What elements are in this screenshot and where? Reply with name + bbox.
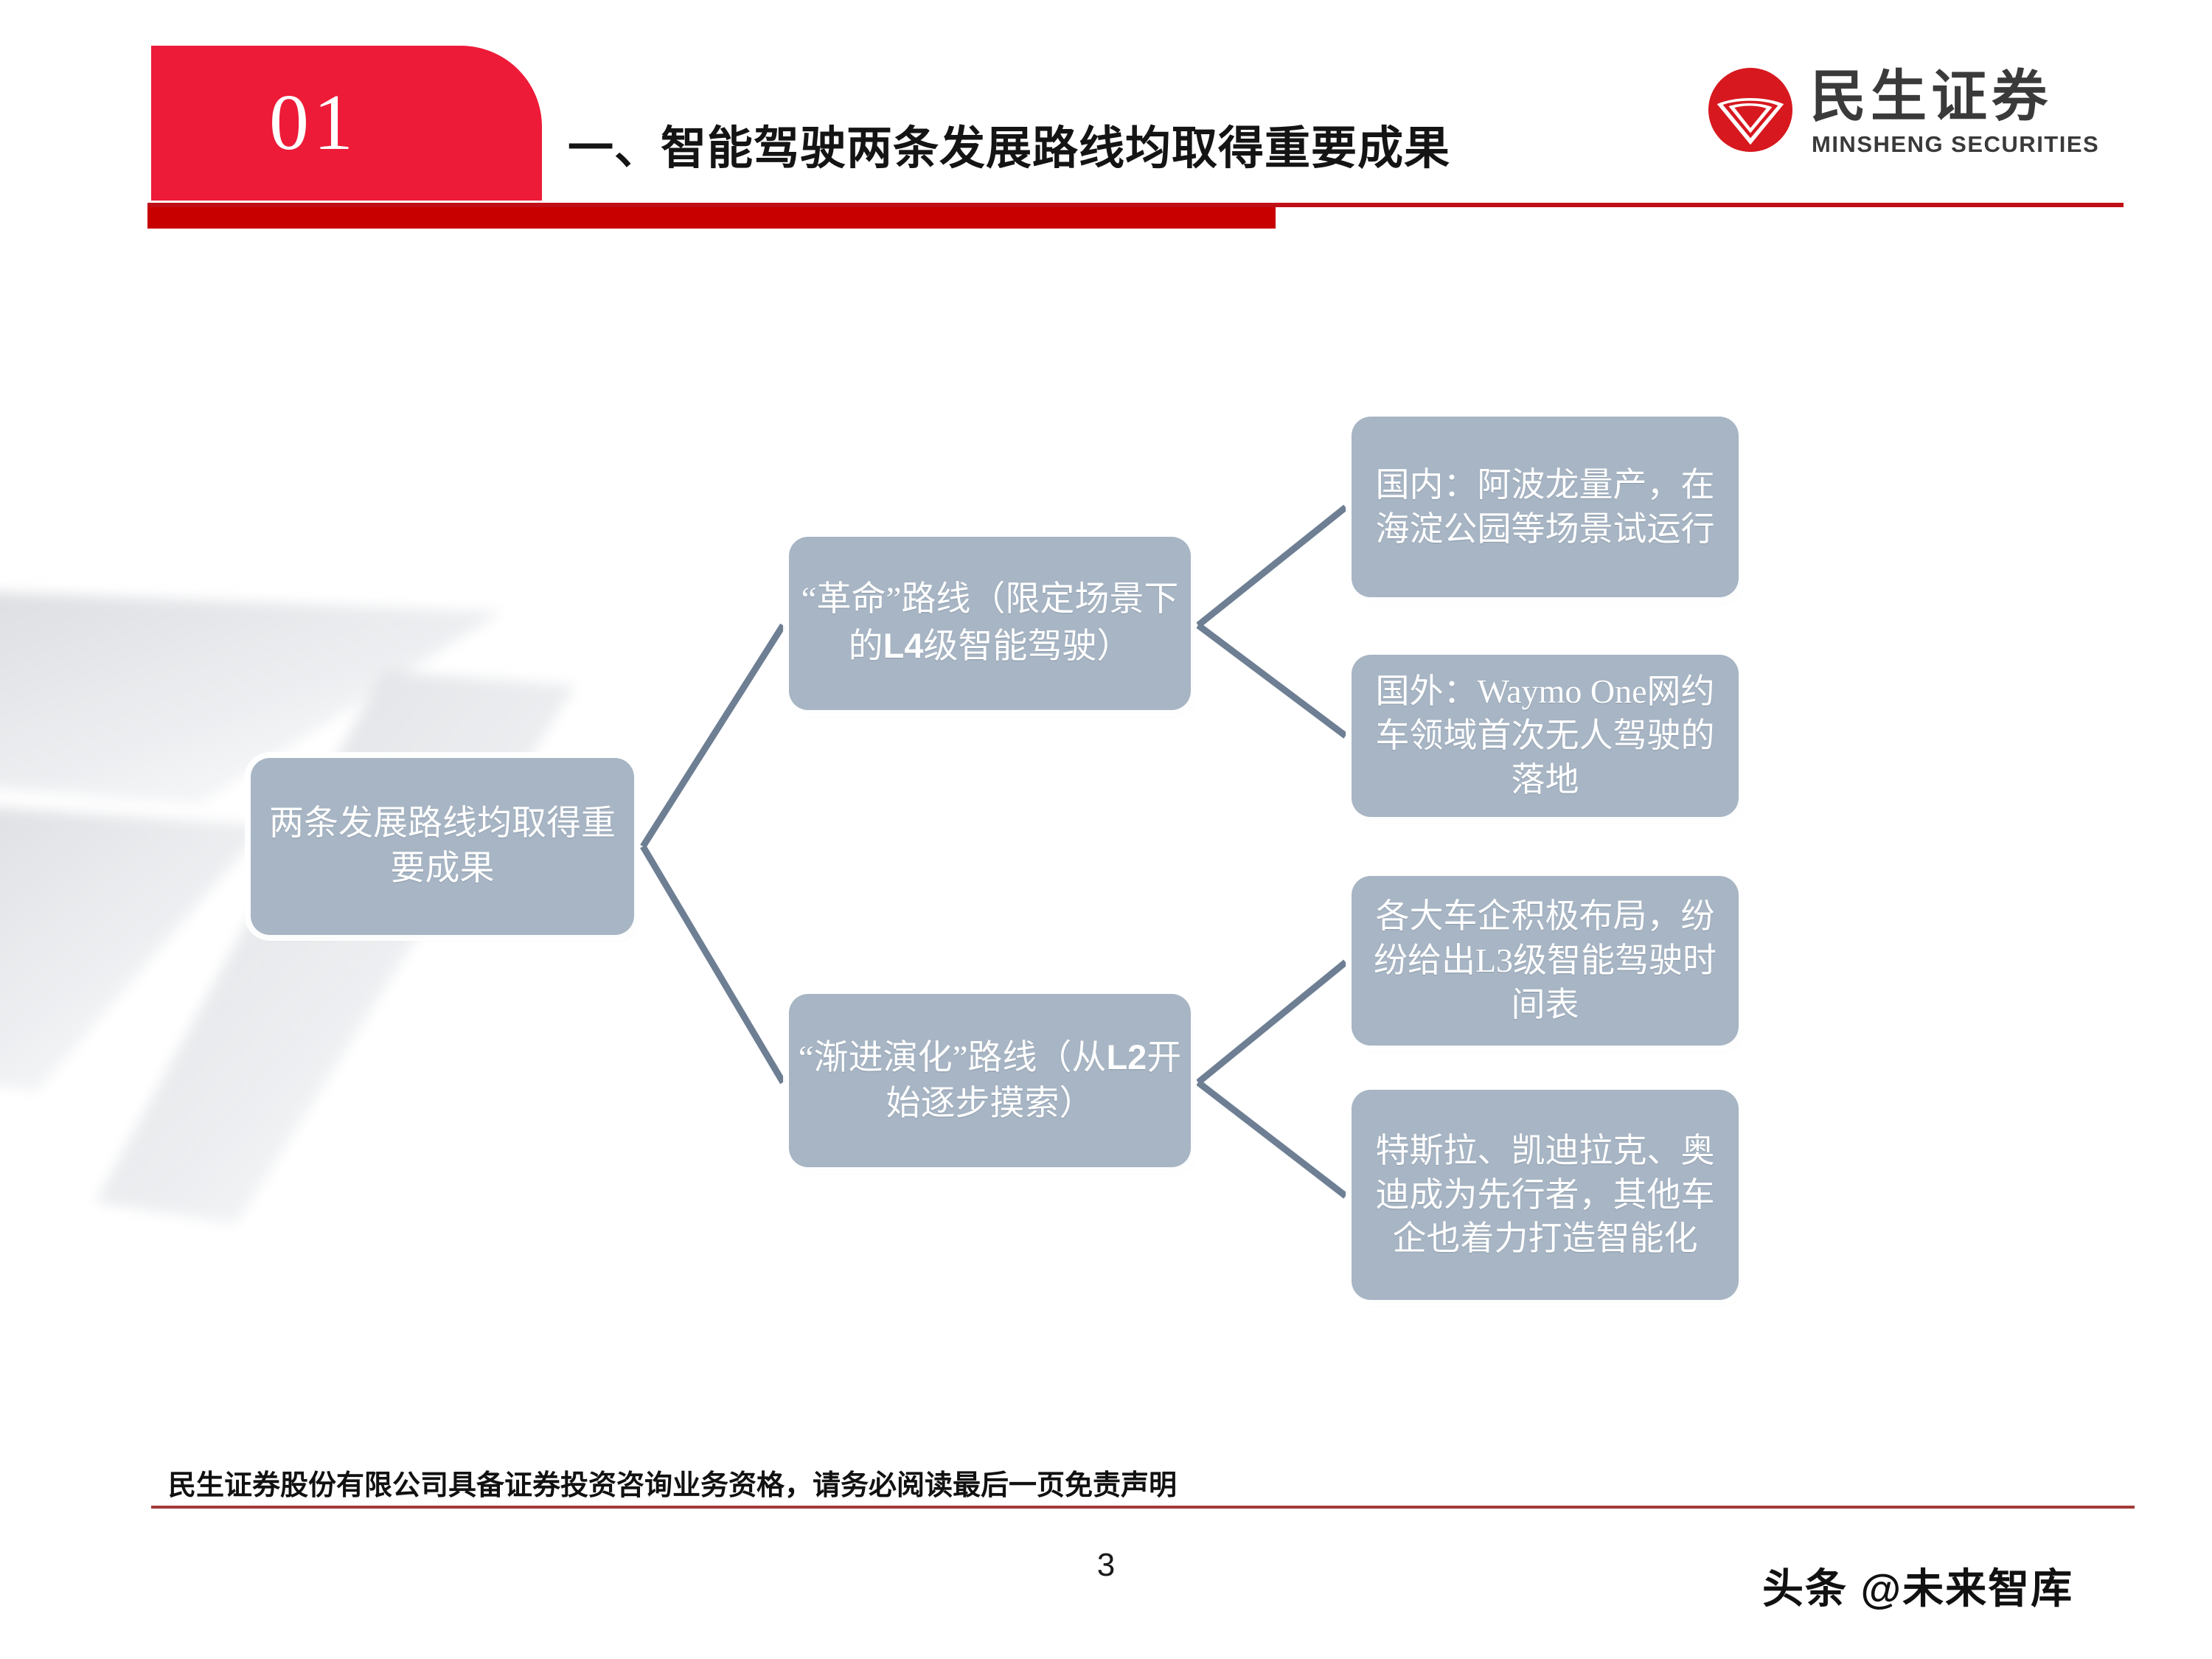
header-rule-thick bbox=[147, 207, 1276, 229]
node-leaf-oem-l3-timeline[interactable]: 各大车企积极布局，纷纷给出L3级智能驾驶时间表 bbox=[1352, 876, 1739, 1046]
page-number: 3 bbox=[1096, 1547, 1116, 1583]
header-rule-thin bbox=[147, 203, 2124, 207]
section-number-label: 01 bbox=[269, 79, 358, 167]
node-leaf-oem-l3-timeline-label: 各大车企积极布局，纷纷给出L3级智能驾驶时间表 bbox=[1373, 897, 1717, 1023]
logo-name-en: MINSHENG SECURITIES bbox=[1812, 131, 2100, 157]
connector-branch1-leaf1 bbox=[1196, 504, 1348, 628]
node-branch-evolution[interactable]: “渐进演化”路线（从L2开始逐步摸索） bbox=[789, 994, 1191, 1167]
node-root-label: 两条发展路线均取得重要成果 bbox=[269, 804, 616, 888]
connector-branch2-leaf4 bbox=[1196, 1079, 1348, 1199]
logo-name-cn: 民生证券 bbox=[1810, 66, 2052, 128]
node-leaf-domestic-apolong[interactable]: 国内：阿波龙量产，在海淀公园等场景试运行 bbox=[1352, 417, 1739, 597]
node-leaf-overseas-waymo-label: 国外：Waymo One网约车领域首次无人驾驶的落地 bbox=[1375, 672, 1715, 799]
connector-branch2-leaf3 bbox=[1196, 959, 1348, 1085]
node-leaf-pioneers[interactable]: 特斯拉、凯迪拉克、奥迪成为先行者，其他车企也着力打造智能化 bbox=[1352, 1090, 1739, 1300]
company-logo: 民生证券 MINSHENG SECURITIES bbox=[1707, 65, 2127, 157]
node-branch-revolution[interactable]: “革命”路线（限定场景下的L4级智能驾驶） bbox=[789, 537, 1191, 710]
section-number-badge: 01 bbox=[151, 46, 542, 201]
minsheng-logo-icon bbox=[1708, 67, 1793, 153]
connector-branch1-leaf2 bbox=[1196, 622, 1348, 739]
connector-root-branch2 bbox=[640, 844, 786, 1085]
node-leaf-pioneers-label: 特斯拉、凯迪拉克、奥迪成为先行者，其他车企也着力打造智能化 bbox=[1375, 1131, 1715, 1258]
node-branch-evolution-label: “渐进演化”路线（从L2开始逐步摸索） bbox=[798, 1037, 1182, 1123]
footer-rule bbox=[151, 1506, 2135, 1509]
node-branch-revolution-label: “革命”路线（限定场景下的L4级智能驾驶） bbox=[801, 580, 1179, 666]
node-root[interactable]: 两条发展路线均取得重要成果 bbox=[251, 758, 634, 935]
page-title: 一、智能驾驶两条发展路线均取得重要成果 bbox=[568, 123, 1451, 174]
node-leaf-overseas-waymo[interactable]: 国外：Waymo One网约车领域首次无人驾驶的落地 bbox=[1352, 655, 1739, 817]
connector-root-branch1 bbox=[640, 623, 786, 849]
footer-disclaimer: 民生证券股份有限公司具备证券投资咨询业务资格，请务必阅读最后一页免责声明 bbox=[168, 1470, 1178, 1501]
node-leaf-domestic-apolong-label: 国内：阿波龙量产，在海淀公园等场景试运行 bbox=[1375, 465, 1715, 548]
page-header: 01 一、智能驾驶两条发展路线均取得重要成果 bbox=[0, 0, 2212, 229]
source-watermark: 头条 @未来智库 bbox=[1762, 1565, 2074, 1612]
